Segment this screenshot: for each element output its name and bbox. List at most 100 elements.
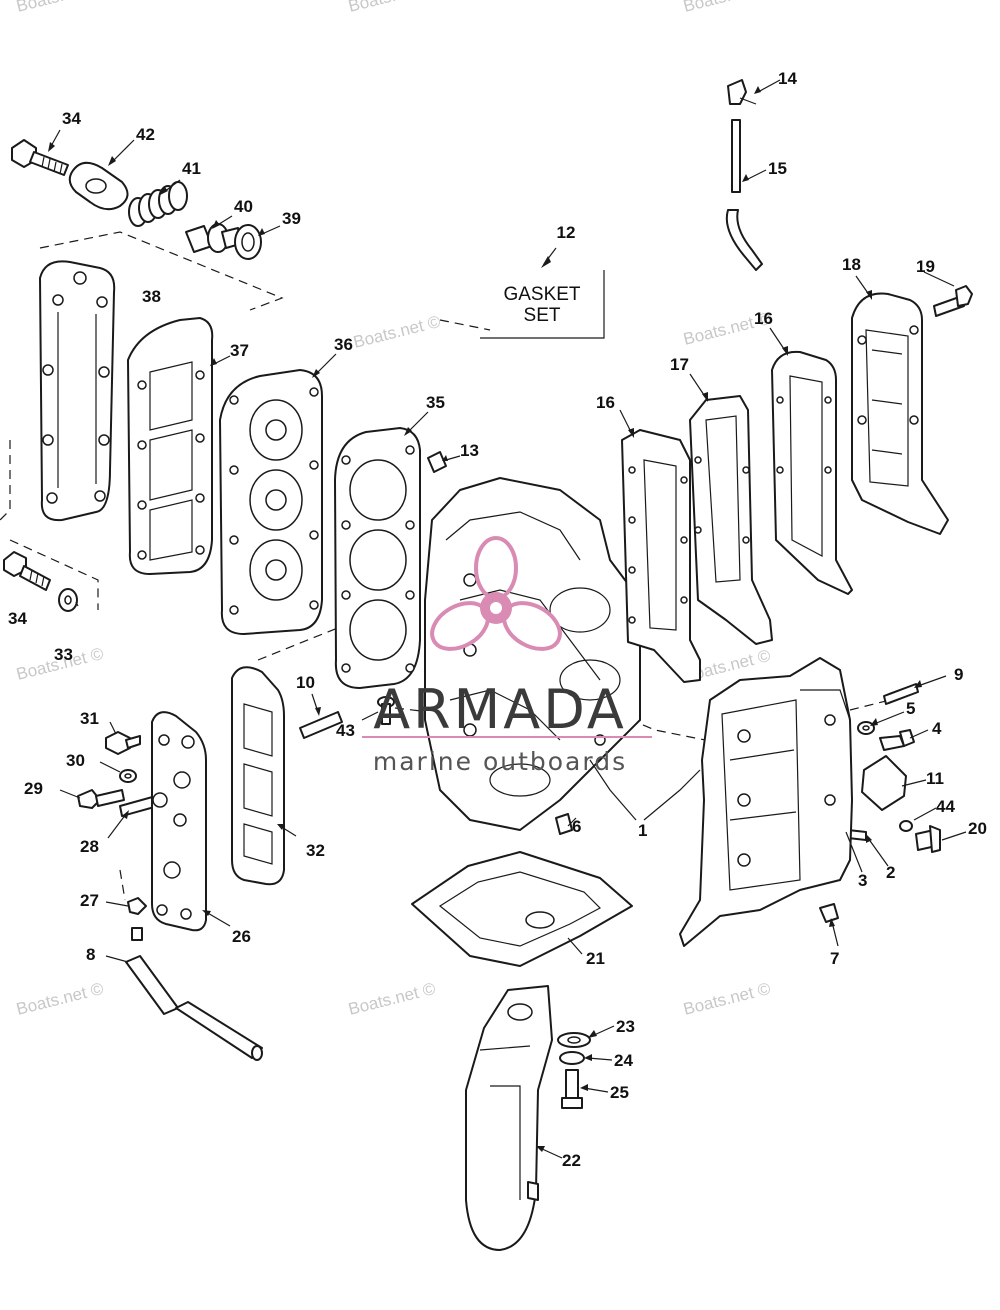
- part-21-base-gasket: [411, 851, 633, 967]
- callout-9: 9: [954, 665, 963, 684]
- part-19-bolt: [933, 285, 973, 317]
- callout-4: 4: [932, 719, 942, 738]
- callout-31: 31: [80, 709, 99, 728]
- part-31-bolt: [105, 731, 141, 755]
- armada-logo: ARMADA marine outboards: [362, 536, 652, 776]
- callout-43: 43: [336, 721, 355, 740]
- part-13-dowel-pin: [427, 451, 447, 473]
- callout-3: 3: [858, 871, 867, 890]
- callout-11: 11: [926, 769, 944, 788]
- part-22-exhaust-tube: [465, 985, 553, 1251]
- part-34-bolt-lower: [3, 551, 51, 591]
- callout-44: 44: [936, 797, 955, 816]
- part-10-stud: [299, 711, 343, 739]
- gasket-set-box: [480, 247, 605, 339]
- watermark-text: Boats.net ©: [14, 0, 105, 16]
- callout-17: 17: [670, 355, 689, 374]
- callout-7: 7: [830, 949, 839, 968]
- part-41-spring: [128, 181, 188, 227]
- watermark-text: Boats.net ©: [346, 979, 437, 1019]
- part-25-bolt: [561, 1069, 583, 1109]
- part-17-exhaust-cover: [689, 395, 773, 645]
- callout-38: 38: [142, 287, 161, 306]
- part-16-exhaust-plate-gasket-right: [771, 350, 853, 595]
- callouts: 34 42 41 40 39 38 37 36 35 13 34 33 14 1…: [8, 69, 987, 1170]
- propeller-icon: [430, 536, 562, 651]
- part-43-screw: [377, 696, 395, 725]
- callout-12: 12: [557, 223, 576, 242]
- callout-24: 24: [614, 1051, 633, 1070]
- gasket-set-line2: SET: [524, 305, 561, 326]
- callout-16: 16: [596, 393, 615, 412]
- part-15-hose: [725, 119, 763, 271]
- callout-14: 14: [778, 69, 797, 88]
- callout-25: 25: [610, 1083, 629, 1102]
- callout-27: 27: [80, 891, 99, 910]
- callout-35: 35: [426, 393, 445, 412]
- part-26-thermostat-housing: [151, 711, 207, 932]
- part-33-washer: [58, 588, 78, 612]
- callout-26: 26: [232, 927, 251, 946]
- callout-10: 10: [296, 673, 315, 692]
- part-11-cover-plate: [861, 755, 907, 811]
- part-36-cylinder-head: [219, 369, 323, 635]
- part-27-fitting: [127, 897, 147, 941]
- part-7-fitting: [819, 903, 839, 923]
- callout-40: 40: [234, 197, 253, 216]
- part-20-bolt: [915, 825, 941, 853]
- part-35-head-gasket: [334, 427, 421, 689]
- callout-19: 19: [916, 257, 935, 276]
- callout-6: 6: [572, 817, 581, 836]
- callout-36: 36: [334, 335, 353, 354]
- callout-37: 37: [230, 341, 249, 360]
- part-9-stud: [883, 683, 919, 705]
- part-4-bolt: [879, 729, 915, 751]
- part-44-washer: [899, 820, 913, 832]
- callout-16: 16: [754, 309, 773, 328]
- part-34-bolt-top: [11, 139, 69, 176]
- part-16-exhaust-plate-gasket-left: [621, 429, 701, 683]
- callout-15: 15: [768, 159, 787, 178]
- callout-5: 5: [906, 699, 915, 718]
- callout-22: 22: [562, 1151, 581, 1170]
- callout-21: 21: [586, 949, 605, 968]
- callout-34: 34: [62, 109, 81, 128]
- callout-1: 1: [638, 821, 647, 840]
- logo-sub-text: marine outboards: [373, 747, 627, 776]
- part-5-washer: [857, 721, 875, 735]
- callout-8: 8: [86, 945, 95, 964]
- part-24-lockwasher: [559, 1051, 585, 1065]
- part-39-seal: [234, 224, 262, 260]
- callout-39: 39: [282, 209, 301, 228]
- callout-18: 18: [842, 255, 861, 274]
- gasket-set-line1: GASKET: [503, 284, 580, 305]
- callout-33: 33: [54, 645, 73, 664]
- callout-28: 28: [80, 837, 99, 856]
- callout-29: 29: [24, 779, 43, 798]
- callout-23: 23: [616, 1017, 635, 1036]
- callout-30: 30: [66, 751, 85, 770]
- watermark-text: Boats.net ©: [351, 312, 442, 352]
- watermark-text: Boats.net ©: [681, 0, 772, 16]
- watermark-text: Boats.net ©: [14, 979, 105, 1019]
- watermark-text: Boats.net ©: [681, 979, 772, 1019]
- part-38-cylinder-head-cover: [39, 260, 116, 522]
- part-1-crankcase-half: [679, 657, 853, 947]
- callout-42: 42: [136, 125, 155, 144]
- callout-13: 13: [460, 441, 479, 460]
- callout-2: 2: [886, 863, 895, 882]
- leader-lines: [48, 79, 967, 1159]
- gasket-set-label: 12 GASKET SET: [503, 223, 580, 326]
- callout-34: 34: [8, 609, 27, 628]
- part-32-intake-gasket: [231, 666, 285, 886]
- part-23-washer: [557, 1032, 591, 1048]
- callout-20: 20: [968, 819, 987, 838]
- part-30-washer: [119, 769, 137, 783]
- part-29-bolt: [77, 789, 125, 809]
- part-37-gasket: [127, 317, 214, 575]
- logo-main-text: ARMADA: [373, 678, 627, 741]
- part-18-outer-exhaust-cover: [851, 292, 949, 535]
- callout-32: 32: [306, 841, 325, 860]
- part-1-crankcase-cylinder-block: [424, 477, 641, 831]
